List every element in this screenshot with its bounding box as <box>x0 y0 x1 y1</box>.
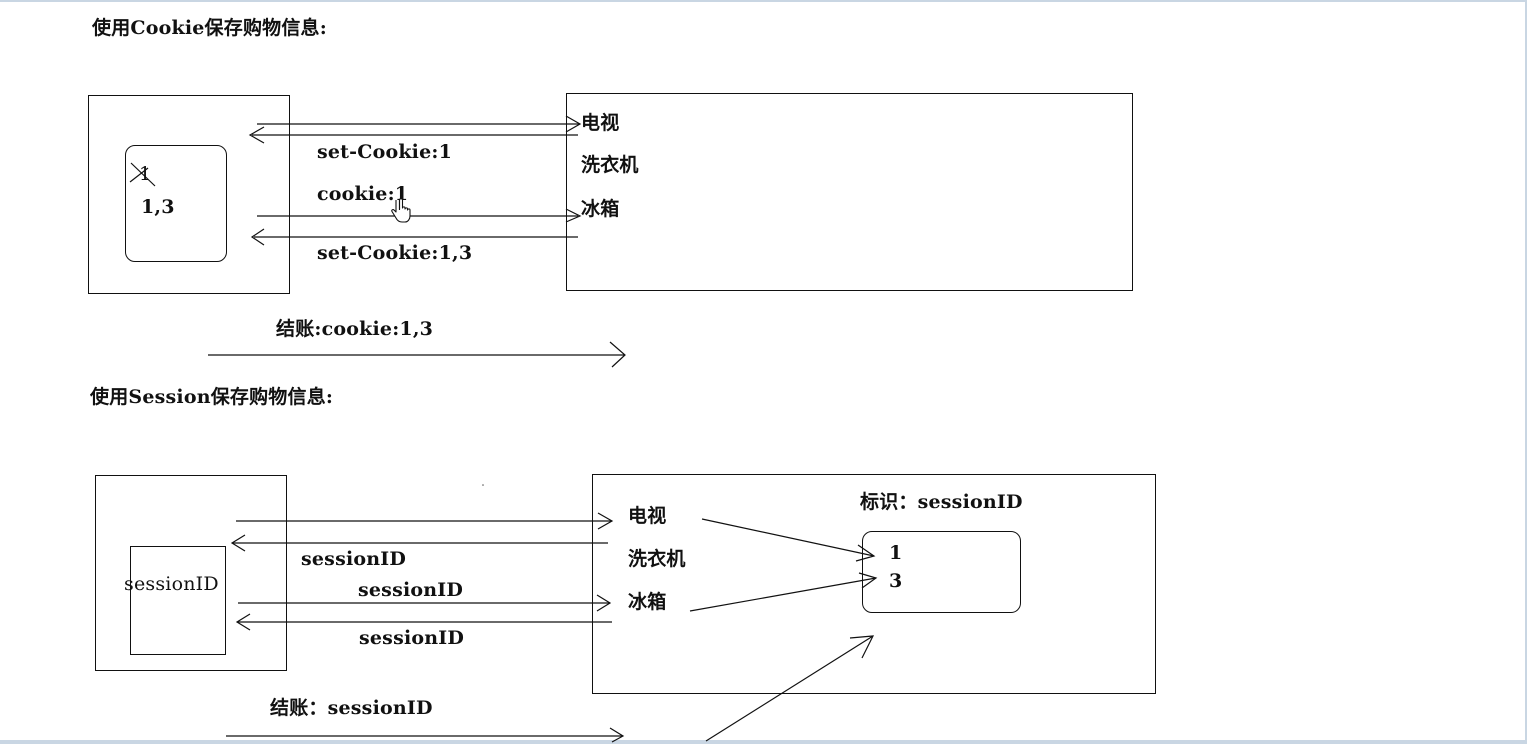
checkout-to-storage-head <box>849 635 875 659</box>
session-response-2-head <box>235 613 251 631</box>
set-cookie-1-label: set-Cookie:1 <box>317 141 453 163</box>
fridge-to-storage-head <box>858 572 878 589</box>
cookie-1-label: cookie:1 <box>317 183 409 205</box>
session-msg-2: sessionID <box>358 579 464 601</box>
session-client-box <box>95 475 287 671</box>
session-client-storage <box>130 546 226 655</box>
cookie-request-fridge-head <box>565 208 582 223</box>
strike-line-b <box>129 167 149 183</box>
session-client-value: sessionID <box>124 573 219 595</box>
session-checkout-head <box>609 727 625 743</box>
cookie-response-1-head <box>248 126 265 144</box>
cookie-product-tv: 电视 <box>581 112 620 134</box>
session-request-fridge-head <box>596 594 612 612</box>
tv-to-storage-arrow <box>701 518 875 557</box>
fridge-to-storage-arrow <box>689 577 877 612</box>
cookie-client-box <box>88 95 290 294</box>
session-product-fridge: 冰箱 <box>628 591 667 613</box>
session-response-head <box>230 534 246 552</box>
set-cookie-13-label: set-Cookie:1,3 <box>317 242 473 264</box>
session-server-storage <box>862 531 1021 613</box>
session-msg-1: sessionID <box>301 548 407 570</box>
session-server-label: 标识：sessionID <box>860 491 1023 513</box>
cookie-request-tv-head <box>565 115 582 133</box>
cookie-product-fridge: 冰箱 <box>581 198 620 220</box>
session-server-item-1: 1 <box>889 542 903 564</box>
cookie-client-storage <box>125 145 227 262</box>
session-msg-3: sessionID <box>359 627 465 649</box>
session-server-box <box>592 474 1156 694</box>
cookie-server-box <box>566 93 1133 291</box>
strike-line-a <box>130 162 156 187</box>
cookie-checkout-label: 结账:cookie:1,3 <box>276 318 434 340</box>
checkout-to-storage-arrow <box>705 635 874 742</box>
tv-to-storage-head <box>855 544 876 562</box>
stray-dot <box>482 484 484 486</box>
cookie-product-washer: 洗衣机 <box>581 154 639 176</box>
session-server-item-3: 3 <box>889 570 903 592</box>
session-product-washer: 洗衣机 <box>628 548 686 570</box>
session-request-tv-head <box>597 512 614 530</box>
cookie-checkout-head <box>609 341 626 368</box>
hand-pointer-icon <box>391 198 411 223</box>
cookie-section-heading: 使用Cookie保存购物信息: <box>92 17 327 39</box>
session-section-heading: 使用Session保存购物信息: <box>90 386 334 408</box>
session-checkout-label: 结账：sessionID <box>270 697 433 719</box>
session-product-tv: 电视 <box>628 505 667 527</box>
cookie-response-13-head <box>250 228 265 246</box>
cookie-current-value: 1,3 <box>141 196 175 218</box>
